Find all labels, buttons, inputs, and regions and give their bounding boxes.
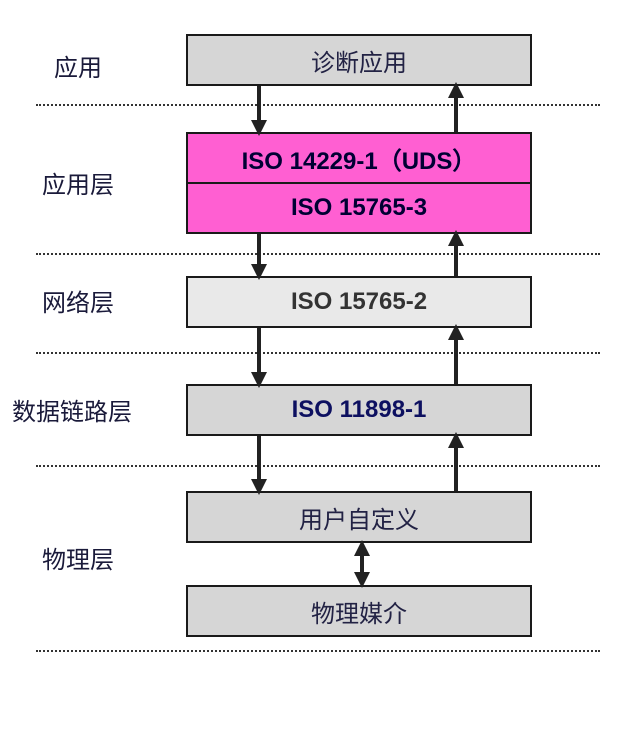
separator-2 [36,253,600,255]
label-application: 应用 [54,54,102,82]
separator-4 [36,465,600,467]
box-iso-11898-1: ISO 11898-1 [186,384,532,436]
box-iso-15765-2: ISO 15765-2 [186,276,532,328]
label-data-link-layer: 数据链路层 [12,398,132,426]
separator-1 [36,104,600,106]
box-iso-15765-3: ISO 15765-3 [186,182,532,234]
label-application-layer: 应用层 [42,171,114,199]
label-network-layer: 网络层 [42,289,114,317]
separator-5 [36,650,600,652]
label-physical-layer: 物理层 [42,546,114,574]
box-uds: ISO 14229-1（UDS） [186,132,532,184]
box-diagnostic-application: 诊断应用 [186,34,532,86]
separator-3 [36,352,600,354]
box-user-defined: 用户自定义 [186,491,532,543]
